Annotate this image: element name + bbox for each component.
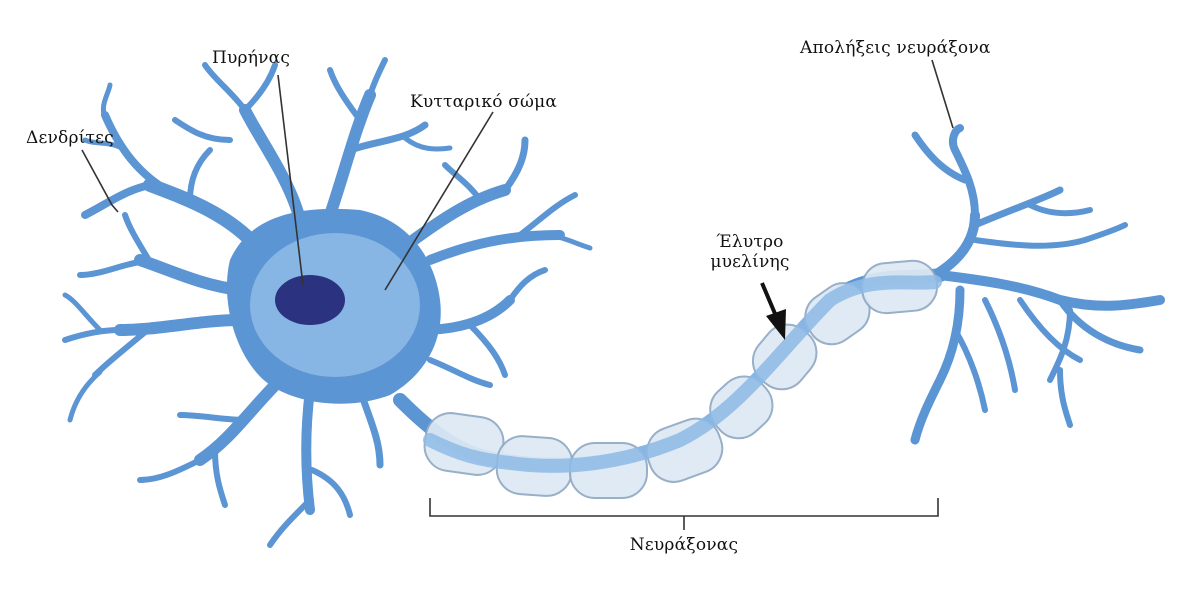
axon-terminals-leader bbox=[931, 59, 954, 129]
myelin-segment bbox=[709, 375, 774, 440]
myelin-arrow bbox=[760, 282, 786, 340]
myelin-label-line1: Έλυτρο bbox=[716, 232, 784, 252]
cell-body-label: Κυτταρικό σώμα bbox=[410, 92, 558, 112]
myelin-label: Έλυτρο μυελίνης bbox=[690, 232, 810, 272]
axon-terminals bbox=[910, 124, 1165, 445]
axon-terminals-label: Απολήξεις νευράξονα bbox=[800, 38, 991, 58]
leader-lines bbox=[81, 59, 954, 530]
nucleus bbox=[275, 275, 345, 325]
cell-body-leader bbox=[384, 111, 494, 291]
myelin-label-line2: μυελίνης bbox=[710, 252, 790, 272]
nucleus-leader bbox=[277, 74, 304, 286]
axon-core-inner bbox=[423, 275, 942, 473]
axon-bracket bbox=[429, 498, 939, 530]
nucleus-label: Πυρήνας bbox=[212, 48, 291, 68]
dendrites-leader bbox=[81, 149, 119, 213]
dendrites-label: Δενδρίτες bbox=[26, 128, 114, 148]
dendrites bbox=[62, 57, 593, 548]
axon-label: Νευράξονας bbox=[629, 535, 739, 555]
